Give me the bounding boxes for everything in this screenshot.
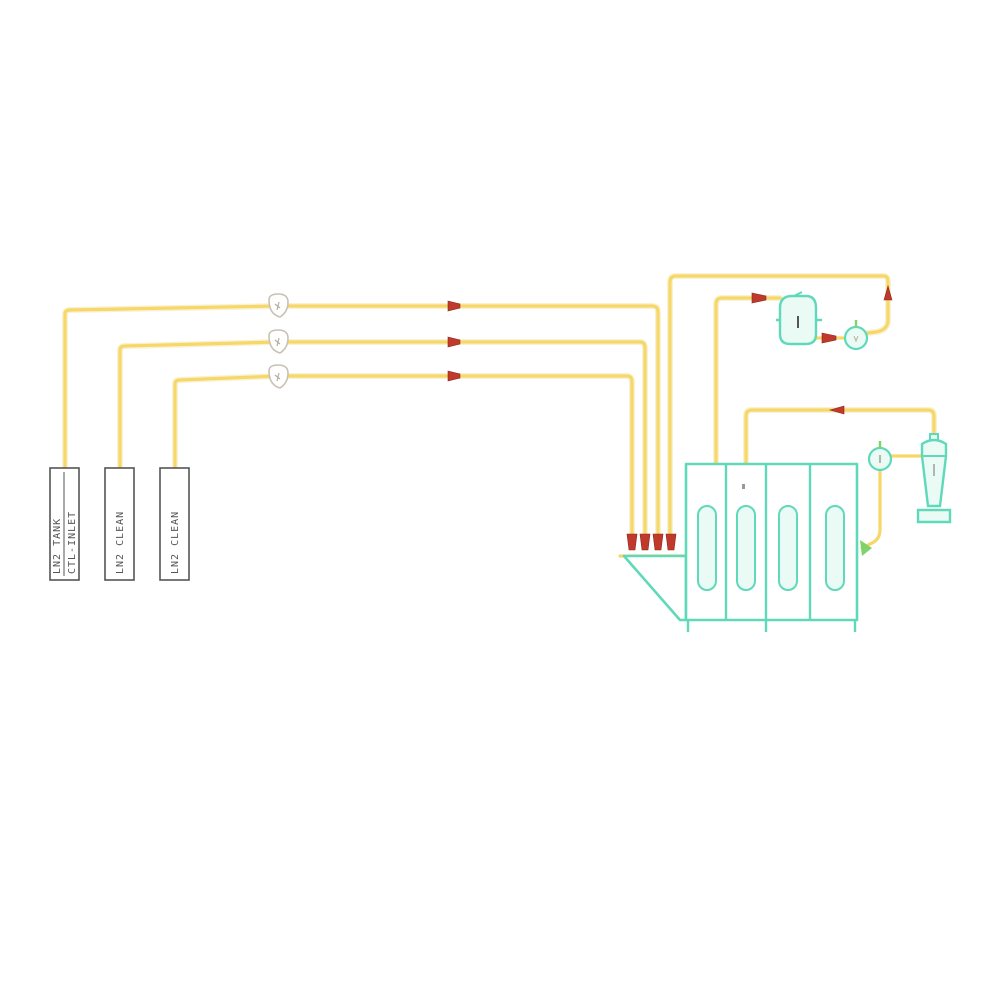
tank-1-label-right: CTL-INLET	[67, 511, 78, 574]
flask-icon	[867, 441, 893, 472]
unit-window-4	[825, 505, 845, 591]
pipe-line-2	[118, 340, 647, 542]
pump-group	[268, 293, 289, 389]
valve-icon	[821, 332, 837, 344]
valve-icon	[828, 405, 845, 415]
pipe-line-3	[173, 374, 634, 542]
valve-icon	[883, 284, 893, 301]
unit-window-2	[736, 505, 756, 591]
cyclone-separator-icon	[916, 433, 952, 524]
valve-icon	[751, 292, 767, 304]
pump-icon	[268, 364, 289, 389]
tank-2: LN2 CLEAN	[104, 467, 135, 581]
pump-icon	[268, 293, 289, 318]
unit-window-3	[778, 505, 798, 591]
pipe-line-9	[860, 468, 882, 550]
tank-3: LN2 CLEAN	[159, 467, 190, 581]
pipe-line-5	[714, 296, 782, 466]
pipe-line-4	[668, 274, 890, 542]
tank-3-label: LN2 CLEAN	[170, 511, 181, 574]
unit-window-1	[697, 505, 717, 591]
valve-group	[447, 284, 893, 551]
tank-1-label-left: LN2 TANK	[52, 518, 63, 574]
compressor-icon	[776, 291, 822, 346]
valve-icon	[447, 300, 461, 312]
valve-icon	[447, 370, 461, 382]
valve-icon	[447, 336, 461, 348]
tank-group: LN2 TANK CTL-INLET LN2 CLEAN LN2 CLEAN	[49, 467, 190, 581]
tank-2-label: LN2 CLEAN	[115, 511, 126, 574]
pump-icon	[268, 329, 289, 354]
inlet-valve-manifold	[626, 533, 677, 551]
process-unit	[622, 462, 872, 632]
tank-1: LN2 TANK CTL-INLET	[49, 467, 80, 581]
flask-icon	[843, 320, 869, 351]
inlet-hopper	[622, 554, 688, 622]
